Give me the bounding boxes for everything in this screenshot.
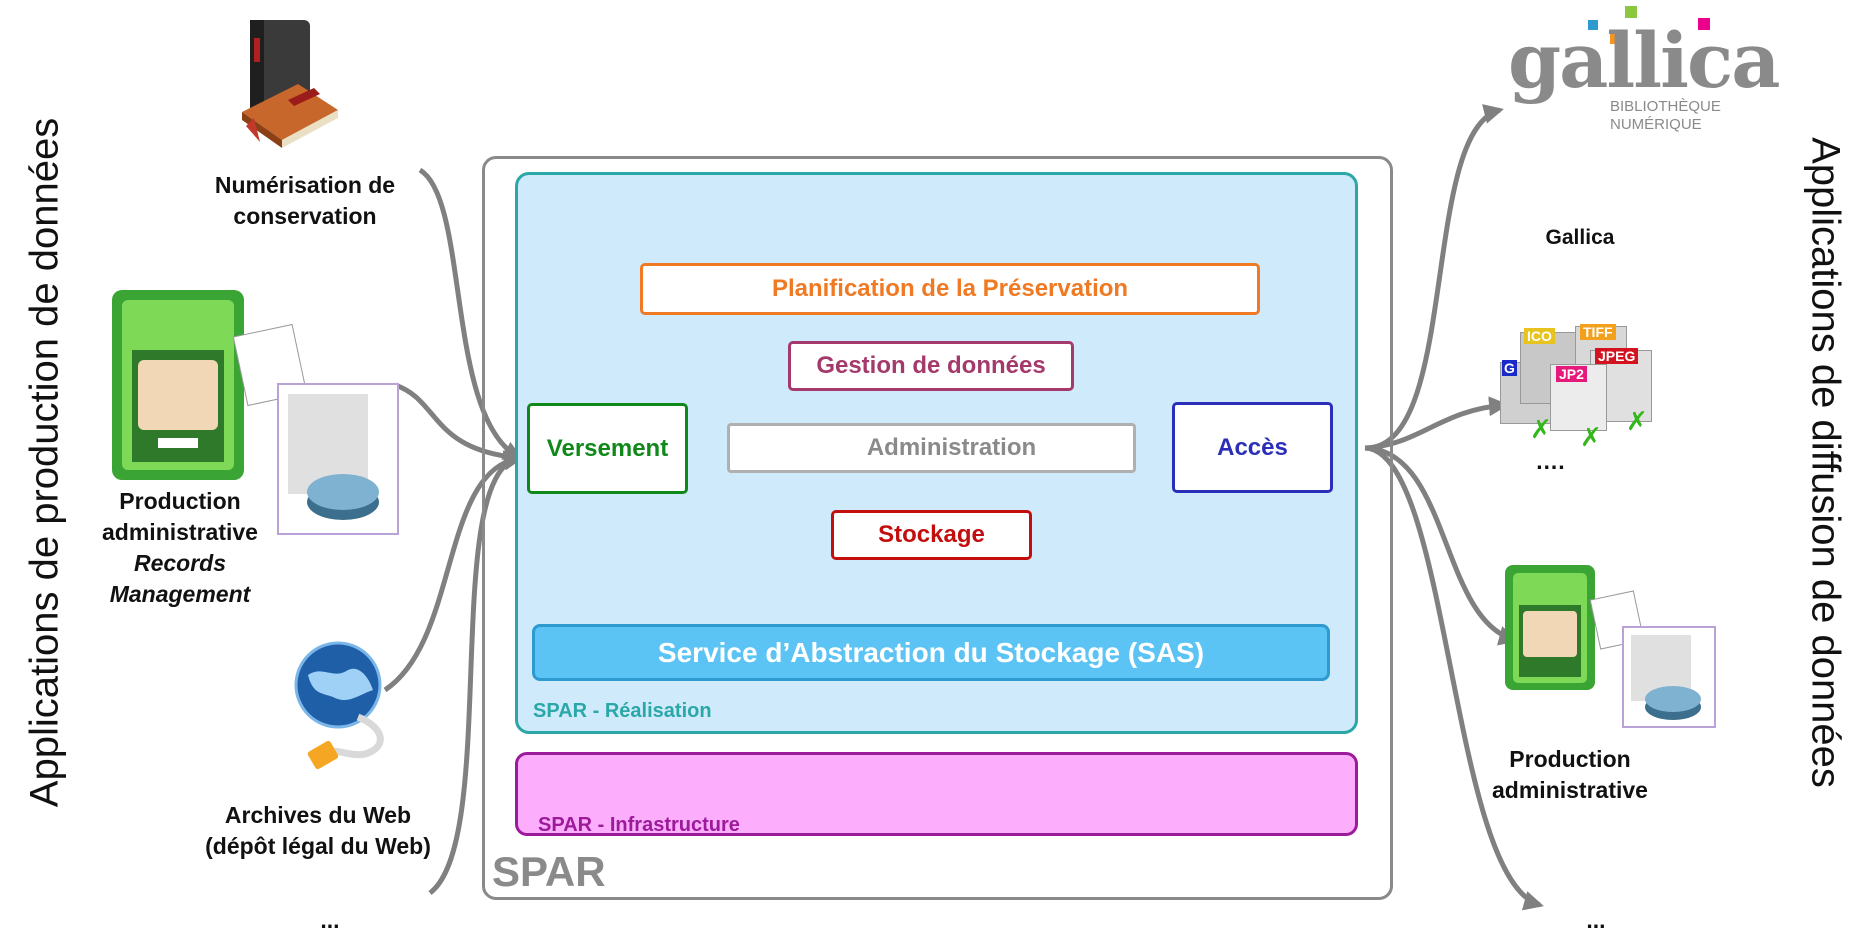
logo-square-orange <box>1610 30 1624 44</box>
archives-label: Archives du Web (dépôt légal du Web) <box>188 800 448 862</box>
spar-realisation-label: SPAR - Réalisation <box>533 700 712 722</box>
records-cabinet-icon <box>112 290 399 535</box>
more-consumers-arrow <box>1364 445 1544 911</box>
spar-label: SPAR <box>492 848 606 895</box>
file-formats-icon: G ICO TIFF JPEG JP2 ✗ ✗ ✗ <box>1500 322 1660 452</box>
production-out-line2: administrative <box>1492 777 1648 803</box>
numerisation-label: Numérisation de conservation <box>214 172 396 229</box>
spar-infrastructure-label: SPAR - Infrastructure <box>538 814 740 836</box>
formats-arrow <box>1364 396 1509 451</box>
production-out-arrow <box>1364 445 1519 646</box>
archives-arrow <box>383 450 524 693</box>
logo-square-green <box>1625 6 1637 18</box>
logo-square-blue <box>1588 20 1598 30</box>
production-arrow <box>394 382 524 467</box>
format-label-jp2: JP2 <box>1556 366 1587 382</box>
versement-module[interactable]: Versement <box>527 403 688 494</box>
spar-infrastructure-panel <box>515 752 1358 836</box>
archives-label-line2: (dépôt légal du Web) <box>205 833 431 859</box>
production-label-line3: Records <box>133 550 227 576</box>
sas-module[interactable]: Service d’Abstraction du Stockage (SAS) <box>532 624 1330 681</box>
logo-sub2: NUMÉRIQUE <box>1610 116 1702 133</box>
acces-module[interactable]: Accès <box>1172 402 1333 493</box>
production-label-line2: administrative <box>102 519 258 545</box>
green-mark-1: ✗ <box>1530 414 1552 444</box>
production-out-line1: Production <box>1509 746 1631 772</box>
logo-square-pink <box>1698 18 1710 30</box>
format-label-g: G <box>1502 360 1517 376</box>
green-mark-3: ✗ <box>1626 406 1648 436</box>
stockage-module[interactable]: Stockage <box>831 510 1032 560</box>
production-label: Production administrative Records Manage… <box>80 486 280 610</box>
production-label-line4: Management <box>109 581 251 607</box>
production-out-label: Production administrative <box>1470 744 1670 806</box>
administration-label: Administration <box>866 434 1037 461</box>
more-producers-label: ... <box>320 907 340 933</box>
globe-network-icon <box>294 641 384 770</box>
logo-sub1: BIBLIOTHÈQUE <box>1610 98 1721 115</box>
spar-frame <box>482 156 1393 900</box>
formats-more-label: …. <box>1535 448 1565 474</box>
production-label-line1: Production <box>119 488 241 514</box>
more-producers-arrow <box>428 450 524 895</box>
format-label-ico: ICO <box>1524 328 1555 344</box>
green-mark-2: ✗ <box>1580 422 1602 452</box>
numerisation-arrow <box>418 167 524 461</box>
book-icon <box>242 20 338 148</box>
gallica-arrow <box>1364 104 1504 451</box>
format-label-tiff: TIFF <box>1580 324 1616 340</box>
gestion-module[interactable]: Gestion de données <box>788 341 1074 391</box>
archives-label-line1: Archives du Web <box>224 802 412 828</box>
gallica-label: Gallica <box>1545 226 1615 249</box>
records-cabinet-out-icon <box>1505 565 1716 728</box>
administration-module[interactable]: Administration <box>727 423 1136 473</box>
format-label-jpeg: JPEG <box>1595 348 1639 364</box>
more-consumers-label: ... <box>1586 907 1606 933</box>
gallica-logo: gallica BIBLIOTHÈQUE NUMÉRIQUE <box>1508 6 1781 146</box>
planification-module[interactable]: Planification de la Préservation <box>640 263 1260 315</box>
logo-wordmark: gallica <box>1508 16 1781 105</box>
